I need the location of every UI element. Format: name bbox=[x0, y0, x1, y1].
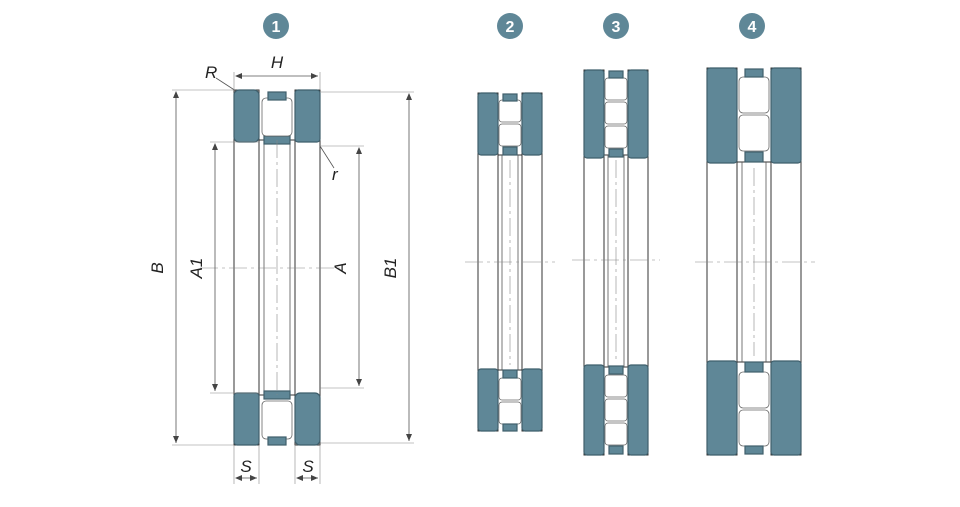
label-s-right: S bbox=[302, 457, 314, 476]
bearing-4-ring-top-right bbox=[770, 67, 802, 164]
badge-1-text: 1 bbox=[272, 19, 281, 36]
bearing-1-roller-bottom bbox=[261, 400, 293, 440]
bearing-3-roller-bottom-1 bbox=[604, 374, 628, 398]
badge-3: 3 bbox=[603, 13, 629, 39]
bearing-2-roller-bottom-1 bbox=[498, 377, 522, 401]
bearing-3 bbox=[572, 69, 660, 456]
bearing-4-ring-bottom-right bbox=[770, 360, 802, 456]
badge-4-text: 4 bbox=[748, 19, 757, 36]
badge-2-text: 2 bbox=[506, 19, 515, 36]
bearing-1-roller-top bbox=[261, 97, 293, 137]
bearing-1-ring-top-right bbox=[294, 89, 321, 143]
bearing-2 bbox=[465, 92, 555, 432]
bearing-2-ring-top-right bbox=[521, 92, 543, 156]
bearing-3-ring-top-right bbox=[627, 69, 649, 159]
bearing-4-ring-top-left bbox=[706, 67, 738, 164]
label-s-left: S bbox=[240, 457, 252, 476]
bearing-1-ring-bottom-left bbox=[233, 392, 260, 446]
bearing-3-roller-bottom-3 bbox=[604, 422, 628, 446]
badge-1: 1 bbox=[263, 13, 289, 39]
bearing-4-roller-top-2 bbox=[738, 114, 770, 152]
bearing-1-left-washer bbox=[233, 89, 260, 446]
bearing-3-roller-top-3 bbox=[604, 125, 628, 149]
bearing-2-roller-bottom-2 bbox=[498, 401, 522, 425]
label-b1: B1 bbox=[381, 258, 400, 279]
label-r-lower: r bbox=[332, 165, 339, 184]
label-a1: A1 bbox=[187, 258, 206, 280]
bearing-3-ring-top-left bbox=[583, 69, 605, 159]
bearing-2-ring-bottom-left bbox=[477, 368, 499, 432]
bearing-4-roller-bottom-1 bbox=[738, 371, 770, 409]
bearing-1-right-washer bbox=[294, 89, 321, 446]
bearing-2-ring-bottom-right bbox=[521, 368, 543, 432]
bearing-4-ring-bottom-left bbox=[706, 360, 738, 456]
badge-3-text: 3 bbox=[612, 19, 621, 36]
bearing-1 bbox=[200, 89, 340, 446]
bearing-3-ring-bottom-left bbox=[583, 364, 605, 456]
label-a: A bbox=[331, 262, 350, 274]
bearing-2-ring-top-left bbox=[477, 92, 499, 156]
label-r-upper: R bbox=[205, 63, 217, 82]
bearing-3-roller-top-2 bbox=[604, 101, 628, 125]
bearing-4 bbox=[695, 67, 815, 456]
badge-4: 4 bbox=[739, 13, 765, 39]
badge-2: 2 bbox=[497, 13, 523, 39]
bearing-4-roller-top-1 bbox=[738, 76, 770, 114]
bearing-1-ring-top-left bbox=[233, 89, 260, 143]
bearing-3-ring-bottom-right bbox=[627, 364, 649, 456]
bearing-3-roller-top-1 bbox=[604, 77, 628, 101]
bearing-1-ring-bottom-right bbox=[294, 392, 321, 446]
bearing-1-dimensions: H R r B A1 A B1 S S bbox=[148, 53, 414, 484]
bearing-2-roller-top-2 bbox=[498, 123, 522, 147]
label-b: B bbox=[148, 262, 167, 273]
bearing-4-roller-bottom-2 bbox=[738, 409, 770, 447]
bearing-3-roller-bottom-2 bbox=[604, 398, 628, 422]
bearing-2-roller-top-1 bbox=[498, 99, 522, 123]
label-h: H bbox=[271, 53, 284, 72]
